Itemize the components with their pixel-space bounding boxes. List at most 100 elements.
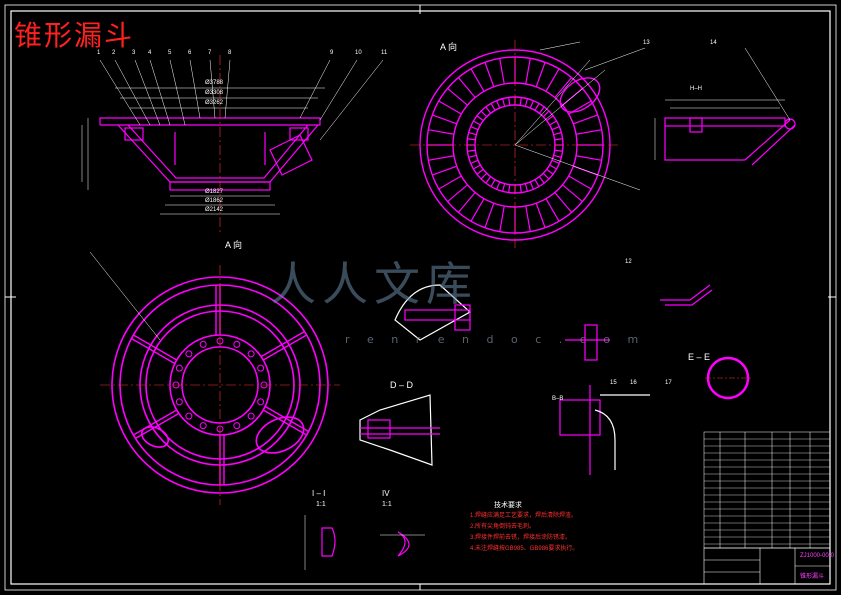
- dimension-bottom-2: Ø1862: [205, 198, 224, 204]
- ring-stiffener: [457, 192, 476, 213]
- tech-note-line: 2.所有尖角倒钝去毛刺。: [470, 524, 536, 530]
- ring-stiffener: [525, 205, 531, 232]
- detail-weld-right: [565, 284, 713, 361]
- ring-inner-tick: [508, 97, 511, 106]
- ring-stiffener: [568, 175, 592, 190]
- ring-inner-tick: [476, 115, 484, 122]
- ring-stiffener: [470, 198, 485, 222]
- ring-stiffener: [438, 175, 462, 190]
- leader-number-17: 17: [665, 380, 672, 386]
- ring-inner-tick: [490, 103, 496, 111]
- bolt-hole: [257, 398, 265, 406]
- ring-inner-tick: [549, 164, 557, 170]
- ring-stiffener: [545, 198, 560, 222]
- bolt-hole: [257, 364, 265, 372]
- ring-inner-tick: [553, 131, 562, 136]
- ring-inner-tick: [519, 184, 522, 193]
- bolt-hole: [175, 398, 183, 406]
- wheel-spoke-edge: [264, 405, 309, 433]
- leader-number-14: 14: [710, 40, 717, 46]
- leader-number-12: 12: [625, 259, 632, 265]
- ring-inner-tick: [542, 172, 550, 180]
- leader-number-2: 2: [112, 50, 116, 56]
- ring-inner-tick: [508, 184, 511, 193]
- ring-inner-tick: [468, 131, 477, 136]
- ring-inner-tick: [480, 110, 488, 118]
- ring-inner-tick: [524, 98, 529, 107]
- ring-stiffener: [535, 62, 546, 87]
- tech-note-line: 3.焊接件焊前去锈，焊接后涂防锈漆。: [470, 535, 572, 541]
- ring-stiffener: [432, 114, 457, 125]
- ring-inner-tick: [470, 126, 479, 131]
- ring-inner-tick: [470, 159, 479, 164]
- leader-number-1: 1: [97, 50, 101, 56]
- leader-number-3: 3: [132, 50, 136, 56]
- ring-inner-tick: [538, 176, 545, 184]
- section-bb: [559, 385, 650, 475]
- technical-requirements: 技术要求 1.焊缝应满足工艺要求，焊后清除焊渣。 2.所有尖角倒钝去毛刺。 3.…: [470, 500, 578, 555]
- ring-stiffener: [470, 68, 485, 92]
- view-label-iv-scale: 1:1: [382, 501, 392, 508]
- detail-curved-plate: [394, 284, 472, 341]
- ring-stiffener: [484, 203, 495, 228]
- ring-inner-tick: [467, 138, 476, 141]
- leader-number-5: 5: [168, 50, 172, 56]
- bolt-hole: [175, 364, 183, 372]
- ring-inner-tick: [553, 154, 562, 159]
- ring-stiffener: [525, 58, 531, 85]
- leader-number-6: 6: [188, 50, 192, 56]
- ring-inner-tick: [551, 126, 560, 131]
- ring-inner-tick: [496, 100, 501, 109]
- ring-inner-tick: [529, 181, 534, 190]
- ring-inner-tick: [546, 168, 554, 175]
- ring-stiffeners: [427, 57, 603, 233]
- ring-stiffener: [447, 184, 468, 203]
- bolt-hole: [185, 350, 193, 358]
- ring-inner-tick: [534, 179, 540, 187]
- ring-inner-tick: [501, 183, 506, 192]
- wheel-bolt-holes: [172, 337, 268, 433]
- ring-stiffener: [432, 165, 457, 176]
- leader-number-16: 16: [630, 380, 637, 386]
- parts-list: [703, 431, 831, 549]
- dimension-bottom-3: Ø2142: [205, 207, 224, 213]
- wheel-spoke-edge: [260, 330, 305, 358]
- wheel-spoke: [133, 334, 178, 361]
- leader-number-8: 8: [228, 50, 232, 56]
- wheel-spoke-edge: [131, 337, 176, 365]
- ring-inner-tick: [467, 149, 476, 152]
- ring-inner-tick: [490, 179, 496, 187]
- ring-stiffener: [438, 100, 462, 115]
- wheel-spoke: [133, 409, 178, 436]
- ring-inner-tick: [538, 106, 545, 114]
- ring-inner-tick: [524, 183, 529, 192]
- ring-inner-tick: [485, 176, 492, 184]
- drawing-title: 锥形漏斗: [14, 19, 135, 52]
- bolt-hole: [199, 340, 207, 348]
- ring-stiffener: [573, 114, 598, 125]
- ring-stiffener: [447, 87, 468, 106]
- leader-number-9: 9: [330, 50, 334, 56]
- wheel-center-lines: [100, 265, 340, 505]
- ring-stiffener: [575, 129, 602, 135]
- dimension-mid-diameter: Ø3308: [205, 90, 224, 96]
- ring-stiffener: [575, 155, 602, 161]
- ring-inner-tick: [519, 97, 522, 106]
- ring-inner-tick: [473, 164, 481, 170]
- wheel-spoke-edge: [135, 412, 180, 440]
- ring-inner-tick: [473, 120, 481, 126]
- leader-number-4: 4: [148, 50, 152, 56]
- ring-stiffener: [568, 100, 592, 115]
- leader-number-11: 11: [381, 50, 388, 56]
- ring-inner-tick: [551, 159, 560, 164]
- ring-inner-tick: [549, 120, 557, 126]
- leader-number-7: 7: [208, 50, 212, 56]
- ring-stiffener: [457, 77, 476, 98]
- ring-stiffener: [545, 68, 560, 92]
- section-i-detail: [304, 515, 336, 570]
- tech-note-line: 4.未注焊缝按GB985、GB986要求执行。: [470, 546, 579, 552]
- detail-hh: [664, 117, 796, 166]
- ring-inner-tick: [485, 106, 492, 114]
- ring-inner-tick: [546, 115, 554, 122]
